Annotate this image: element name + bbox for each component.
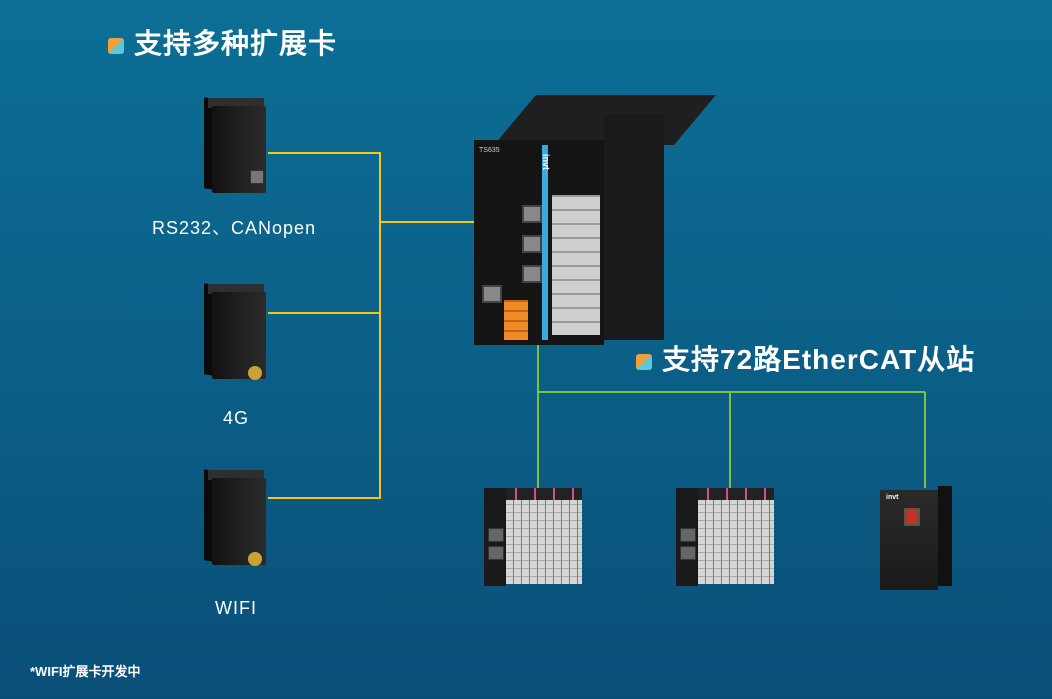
card-trunk-line — [268, 152, 381, 499]
card-label-rs232-canopen: RS232、CANopen — [152, 218, 317, 238]
wifi-card-icon — [204, 469, 266, 566]
ethernet-port-icon — [680, 546, 696, 560]
plc-blue-stripe — [542, 145, 548, 340]
heading-ethercat-slaves-text: 支持72路EtherCAT从站 — [662, 344, 976, 375]
heading-expansion-cards-text: 支持多种扩展卡 — [134, 28, 338, 59]
rs232-canopen-card-icon — [204, 97, 266, 193]
plc-terminal-block — [552, 195, 600, 335]
heading-expansion-cards: 支持多种扩展卡 — [108, 22, 337, 62]
ethernet-port-icon — [522, 205, 542, 223]
heading-ethercat-slaves: 支持72路EtherCAT从站 — [636, 338, 975, 378]
ethernet-port-icon — [488, 546, 504, 560]
plc-side-panel — [604, 115, 664, 340]
4g-card-icon — [204, 283, 266, 380]
io-slave-module-2 — [676, 488, 774, 586]
ethernet-port-icon — [522, 235, 542, 253]
footnote: *WIFI扩展卡开发中 — [30, 664, 141, 679]
ethernet-port-icon — [488, 528, 504, 542]
inverter-drive-image: invt — [880, 486, 952, 590]
plc-controller-image: TS635 invt — [474, 95, 716, 350]
drive-brand-logo: invt — [886, 494, 899, 501]
ethernet-port-icon — [522, 265, 542, 283]
card-label-4g: 4G — [223, 408, 250, 428]
drive-display-icon — [904, 508, 920, 526]
ethernet-port-icon — [680, 528, 696, 542]
heading-bullet-icon — [108, 37, 124, 54]
card-label-wifi: WIFI — [215, 598, 257, 618]
plc-orange-connector — [504, 300, 528, 340]
io-slave-module-1 — [484, 488, 582, 586]
expansion-card-lines — [268, 152, 490, 499]
plc-brand-logo: invt — [541, 153, 552, 171]
heading-bullet-icon — [636, 353, 652, 370]
plc-model-label: TS635 — [479, 147, 500, 154]
ethernet-port-icon — [482, 285, 502, 303]
